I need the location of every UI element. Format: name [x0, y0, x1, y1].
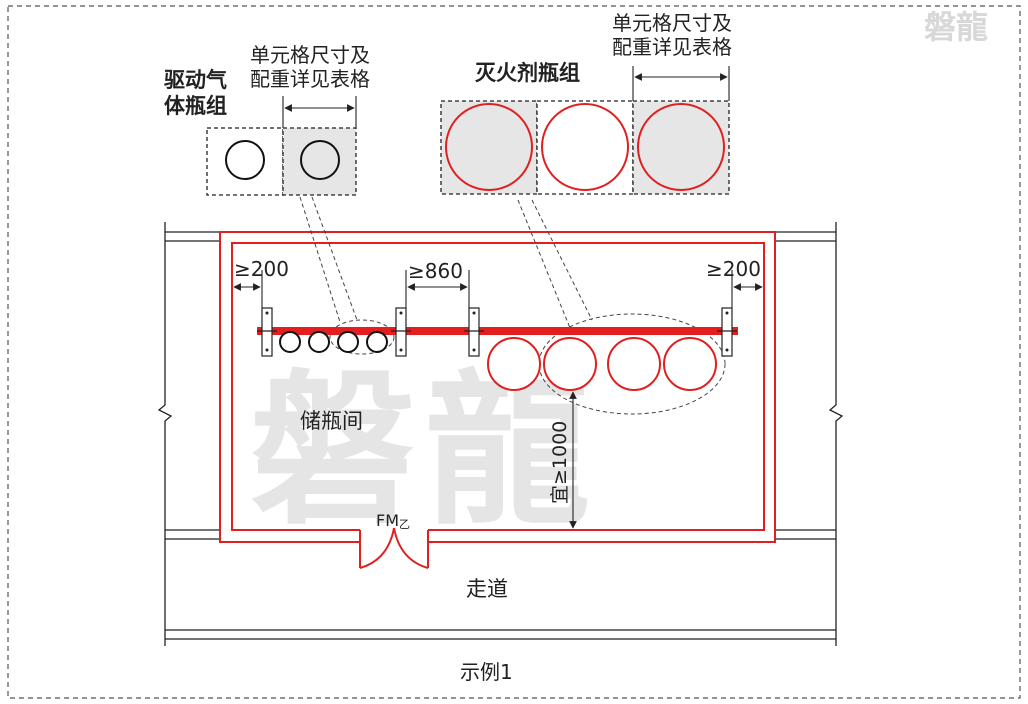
- bracket: [468, 307, 480, 357]
- rack-agent-cylinder: [663, 337, 717, 391]
- rack-agent-cylinder: [607, 337, 661, 391]
- rack-drive-cylinder: [279, 331, 301, 353]
- extinguish-group-label: 灭火剂瓶组: [475, 61, 580, 85]
- left-clearance-label: ≥200: [234, 257, 289, 281]
- middle-gap-label: ≥860: [408, 259, 463, 283]
- door-label-sub: 乙: [399, 518, 410, 531]
- cell-note-left-line2: 配重详见表格: [250, 67, 370, 91]
- cell-note-right-line1: 单元格尺寸及: [612, 11, 732, 35]
- brackets: [257, 307, 737, 357]
- right-clearance-label: ≥200: [706, 257, 761, 281]
- leader-lines: [299, 196, 726, 415]
- rack-drive-cylinder: [337, 331, 359, 353]
- drive-cylinder-circle: [225, 140, 265, 180]
- outer-frame: [7, 5, 1021, 699]
- agent-cylinder-circle: [445, 103, 533, 191]
- rack-drive-cylinder: [308, 331, 330, 353]
- corner-watermark: 磐龍: [924, 8, 988, 46]
- drive-group-label-line2: 体瓶组: [164, 94, 227, 118]
- room-dimension-lines: [233, 270, 763, 529]
- caption-label: 示例1: [460, 660, 513, 684]
- front-clearance-label: 宜≥1000: [549, 421, 571, 504]
- rack-drive-cylinders: [279, 331, 388, 353]
- drive-cylinder-circle: [300, 140, 340, 180]
- watermark-text: 磐龍: [250, 353, 600, 547]
- drive-group-label-line1: 驱动气: [164, 68, 227, 92]
- rack-agent-cylinder: [543, 337, 597, 391]
- rack-agent-cylinders: [487, 337, 717, 391]
- agent-cylinder-circle: [637, 103, 725, 191]
- corridor-label: 走道: [466, 577, 508, 601]
- building-walls: [157, 222, 844, 646]
- door-label: FM乙: [376, 511, 410, 531]
- cell-note-right-line2: 配重详见表格: [612, 35, 732, 59]
- agent-cylinder-cells: [440, 100, 730, 195]
- rack-drive-cylinder: [366, 331, 388, 353]
- rack-agent-cylinder: [487, 337, 541, 391]
- agent-cylinder-circle: [541, 103, 629, 191]
- cell-note-dimension-lines: [282, 66, 730, 128]
- mounting-bar: [257, 327, 738, 335]
- bracket: [261, 307, 273, 357]
- bracket: [395, 307, 407, 357]
- drive-cylinder-cells: [206, 127, 357, 196]
- cell-note-left-line1: 单元格尺寸及: [250, 43, 370, 67]
- bracket: [721, 307, 733, 357]
- door-label-main: FM: [376, 511, 399, 530]
- room-label: 储瓶间: [300, 409, 363, 433]
- storage-room-walls: [219, 231, 776, 569]
